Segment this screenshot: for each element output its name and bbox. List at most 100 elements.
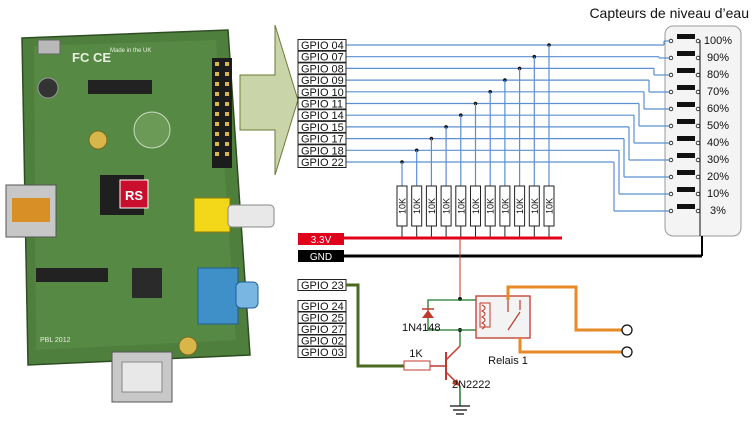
capacitor	[37, 77, 59, 99]
level-label: 90%	[707, 52, 729, 64]
gpio-output-label: GPIO 02	[301, 336, 344, 348]
resistor-label: 10K	[486, 198, 496, 214]
network-chip	[132, 268, 162, 298]
gpio-input-label: GPIO 10	[301, 87, 344, 99]
level-switch-contact	[668, 191, 674, 197]
level-switch-contact	[668, 72, 674, 78]
base-resistor-label: 1K	[409, 348, 423, 360]
gpio-input-box	[297, 85, 347, 98]
camera-connector	[36, 268, 108, 282]
gpio23-wire	[346, 283, 404, 368]
gpio-input-box	[297, 156, 347, 168]
level-switch	[677, 85, 695, 90]
level-switch-contact	[668, 123, 674, 129]
audio-jack	[197, 267, 239, 325]
level-label: 20%	[707, 171, 729, 183]
gpio-input-box	[297, 39, 347, 51]
gpio-input-label: GPIO 18	[301, 145, 344, 157]
resistor-label: 10K	[471, 198, 481, 214]
level-switch-contact	[695, 38, 701, 44]
gpio-input-label: GPIO 09	[301, 75, 344, 87]
rca-video-plug	[227, 204, 275, 228]
resistor-label: 10K	[515, 198, 525, 214]
resistor-label: 10K	[442, 198, 452, 214]
pulldown-resistors: 10K 10K 10K 10K 10K 10K 10K 10K 10K 10K 10K	[396, 185, 555, 238]
level-switch	[677, 204, 695, 209]
hdmi-port-inner	[12, 198, 50, 222]
resistor-label: 10K	[398, 198, 408, 214]
level-switch-contact	[695, 191, 701, 197]
rail-gnd-label-box	[298, 250, 344, 262]
level-switch	[677, 34, 695, 39]
gpio-header-pins	[215, 62, 229, 156]
audio-plug	[235, 281, 259, 309]
gpio-input-box	[297, 109, 347, 122]
level-switch-contact	[668, 89, 674, 95]
gpio-output-label: GPIO 27	[301, 324, 344, 336]
level-switch-contact	[668, 174, 674, 180]
level-switch-contact	[695, 106, 701, 112]
level-switch	[677, 119, 695, 124]
gpio-output-label: GPIO 25	[301, 313, 344, 325]
level-label: 100%	[704, 35, 732, 47]
gpio-output-label: GPIO 24	[301, 301, 344, 313]
level-switch-contact	[695, 89, 701, 95]
callout-arrow	[239, 24, 299, 176]
level-switch-contact	[668, 38, 674, 44]
resistor-label: 10K	[427, 198, 437, 214]
level-switch	[677, 136, 695, 141]
ce-mark: FC CE	[72, 50, 111, 65]
gpio-input-box	[297, 97, 347, 110]
level-switch-contact	[668, 55, 674, 61]
level-sensors: 100%90%80%70%60%50%40%30%20%10%3%	[668, 34, 732, 236]
output-terminal	[621, 324, 633, 336]
level-switch-contact	[668, 208, 674, 214]
made-in-label: Made in the UK	[110, 48, 151, 54]
gpio-output-label: GPIO 23	[301, 280, 344, 292]
resistor-label: 10K	[530, 198, 540, 214]
signal-nets	[346, 40, 669, 212]
resistor-label: 10K	[500, 198, 510, 214]
rail-gnd-label: GND	[310, 252, 332, 263]
level-switch-contact	[695, 123, 701, 129]
level-switch	[677, 187, 695, 192]
gpio-input-label: GPIO 08	[301, 63, 344, 75]
gpio-input-box	[297, 120, 347, 133]
resistor-label: 10K	[545, 198, 555, 214]
resistor-label: 10K	[456, 198, 466, 214]
gpio-input-label: GPIO 22	[301, 157, 344, 169]
transistor	[445, 345, 461, 387]
level-switch-contact	[695, 174, 701, 180]
relay-label: Relais 1	[488, 355, 528, 367]
board-year-label: PBL 2012	[40, 337, 71, 344]
diode-label: 1N4148	[402, 322, 441, 334]
level-switch-contact	[695, 72, 701, 78]
output-terminal	[621, 346, 633, 358]
relay-coil-winding	[480, 304, 486, 330]
level-label: 30%	[707, 154, 729, 166]
level-switch-contact	[695, 208, 701, 214]
level-switch-contact	[695, 140, 701, 146]
level-label: 3%	[710, 205, 726, 217]
diagram-title: Capteurs de niveau d’eau	[589, 5, 749, 21]
mounting-hole	[178, 336, 198, 356]
level-switch-contact	[668, 140, 674, 146]
level-sensor-strip	[664, 25, 742, 237]
resistor-label: 10K	[412, 198, 422, 214]
raspberry-pi-board: FC CE Made in the UK RS PBL 2012	[5, 29, 275, 403]
base-resistor	[403, 360, 431, 371]
rs-logo	[119, 179, 149, 209]
gpio-input-box	[297, 144, 347, 157]
gpio-input-box	[297, 50, 347, 63]
rs-logo-text: RS	[125, 188, 143, 203]
usb-port-inner	[121, 361, 163, 393]
level-label: 80%	[707, 69, 729, 81]
gpio-input-label: GPIO 15	[301, 122, 344, 134]
gpio-input-label: GPIO 04	[301, 40, 344, 52]
relay-output-2	[518, 338, 622, 354]
level-switch	[677, 153, 695, 158]
level-label: 70%	[707, 86, 729, 98]
level-switch-contact	[668, 157, 674, 163]
gpio-output-box	[297, 346, 347, 358]
